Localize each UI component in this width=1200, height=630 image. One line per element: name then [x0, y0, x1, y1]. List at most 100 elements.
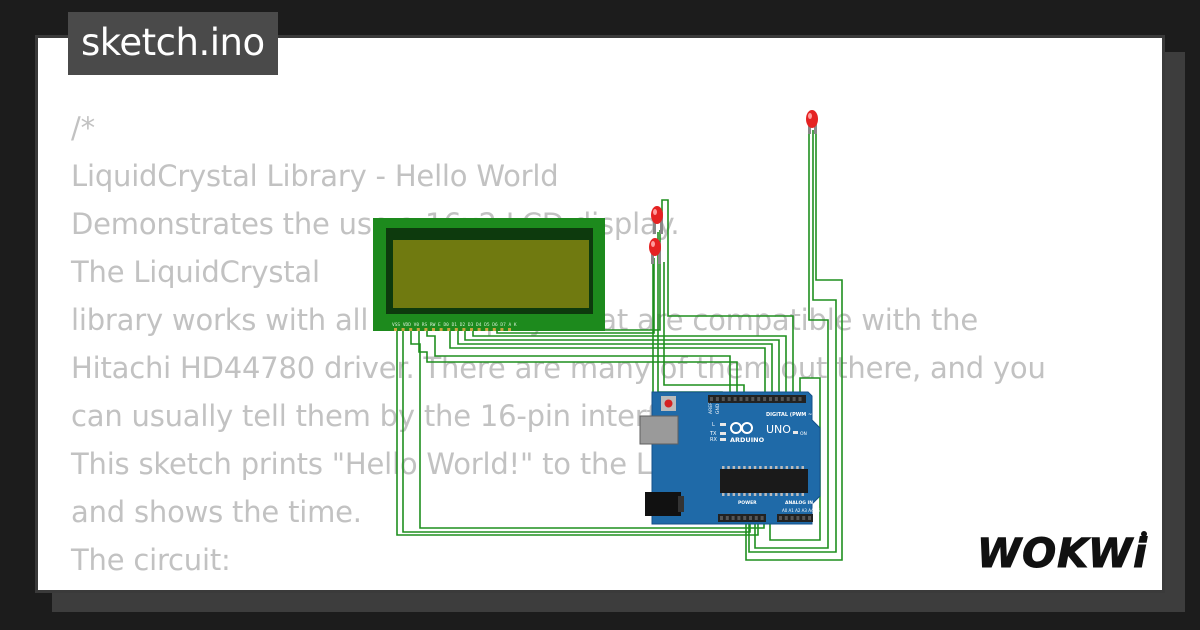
pin [780, 397, 784, 401]
usb-port [639, 415, 679, 445]
pin [759, 493, 762, 496]
pin [759, 466, 762, 469]
pin [808, 516, 811, 520]
on-label: ON [800, 431, 807, 437]
arduino-infinity-logo-icon [730, 422, 753, 434]
pin [785, 466, 789, 469]
led-l-label: L [712, 422, 715, 428]
code-line: can usually tell them by the 16-pin inte… [71, 399, 717, 433]
code-line: LiquidCrystal Library - Hello World [71, 159, 559, 193]
code-line: The LiquidCrystal [71, 255, 320, 289]
wire [748, 130, 837, 553]
pin [798, 397, 802, 401]
led-rx-label: RX [710, 437, 717, 443]
wire [663, 262, 745, 402]
wire [449, 328, 766, 402]
pin [401, 328, 405, 331]
led-red-2 [649, 238, 661, 264]
pin [796, 493, 799, 496]
pin [737, 466, 741, 469]
reset-button-cap [664, 399, 673, 408]
pin [416, 328, 420, 331]
pin [748, 466, 751, 469]
pin [447, 328, 451, 331]
wokwi-logo-dot-icon [1141, 531, 1147, 537]
power-label: POWER [738, 500, 757, 506]
pin [753, 466, 757, 469]
pin [722, 466, 725, 469]
analog-pin-labels: A0 A1 A2 A3 A4 A5 [782, 508, 821, 513]
pin [779, 516, 782, 520]
wire [418, 328, 738, 402]
pin [733, 397, 737, 401]
pin [780, 493, 783, 496]
wire [464, 328, 780, 402]
lcd-pin-labels: VSS VDD V0 RS RW E D0 D1 D2 D3 D4 D5 D6 … [392, 322, 517, 328]
pin [727, 493, 730, 496]
pin [409, 328, 413, 331]
file-name-tag: sketch.ino [68, 12, 278, 75]
analog-header [777, 514, 813, 522]
pin [492, 328, 496, 331]
pin [757, 397, 761, 401]
pin [785, 493, 789, 496]
microcontroller-chip [720, 469, 808, 493]
pin [769, 493, 773, 496]
pin [775, 466, 778, 469]
pin [394, 328, 397, 331]
pin [745, 397, 749, 401]
pin [732, 466, 736, 469]
pin [790, 466, 794, 469]
pin [485, 328, 489, 331]
pin [796, 466, 799, 469]
wire [426, 328, 731, 402]
pin [764, 466, 767, 469]
pin [727, 466, 730, 469]
pin [424, 328, 428, 331]
pin [760, 516, 764, 520]
pin [792, 397, 796, 401]
wokwi-logo-text: WOKWi [977, 531, 1148, 577]
analog-label: ANALOG IN [785, 500, 813, 506]
code-line: The circuit: [71, 543, 231, 577]
digital-header [708, 395, 806, 403]
pin [801, 466, 804, 469]
pin [754, 516, 758, 520]
pin [796, 516, 800, 520]
pin [731, 516, 735, 520]
wokwi-logo: WOKWi [977, 531, 1148, 578]
pin [774, 397, 778, 401]
pin [743, 466, 746, 469]
pin [737, 493, 741, 496]
pin [439, 328, 443, 331]
pin [769, 397, 772, 401]
pin [743, 493, 746, 496]
pin [737, 516, 741, 520]
pin [727, 397, 731, 401]
pin [715, 397, 719, 401]
code-line: This sketch prints "Hello World!" to the… [71, 447, 694, 481]
power-header [718, 514, 766, 522]
lcd-display: VSS VDD V0 RS RW E D0 D1 D2 D3 D4 D5 D6 … [373, 218, 605, 331]
pin [763, 397, 767, 401]
uno-model-label: UNO [766, 423, 791, 436]
code-line: and shows the time. [71, 495, 362, 529]
pin [477, 328, 481, 331]
power-jack [645, 492, 681, 516]
arduino-logo-text: ARDUINO [730, 436, 765, 444]
pin [720, 516, 723, 520]
pin [454, 328, 458, 331]
pin [764, 493, 767, 496]
pin [802, 516, 806, 520]
digital-label: DIGITAL (PWM ~) [766, 412, 814, 418]
pin [710, 397, 713, 401]
pin [780, 466, 783, 469]
arduino-uno-board: AREF GND DIGITAL (PWM ~) L TX RX ARDUINO… [639, 391, 821, 525]
pin [462, 328, 466, 331]
wire [661, 199, 794, 402]
pin [721, 397, 725, 401]
gnd-label: GND [715, 403, 721, 414]
pin [508, 328, 511, 331]
pin [775, 493, 778, 496]
